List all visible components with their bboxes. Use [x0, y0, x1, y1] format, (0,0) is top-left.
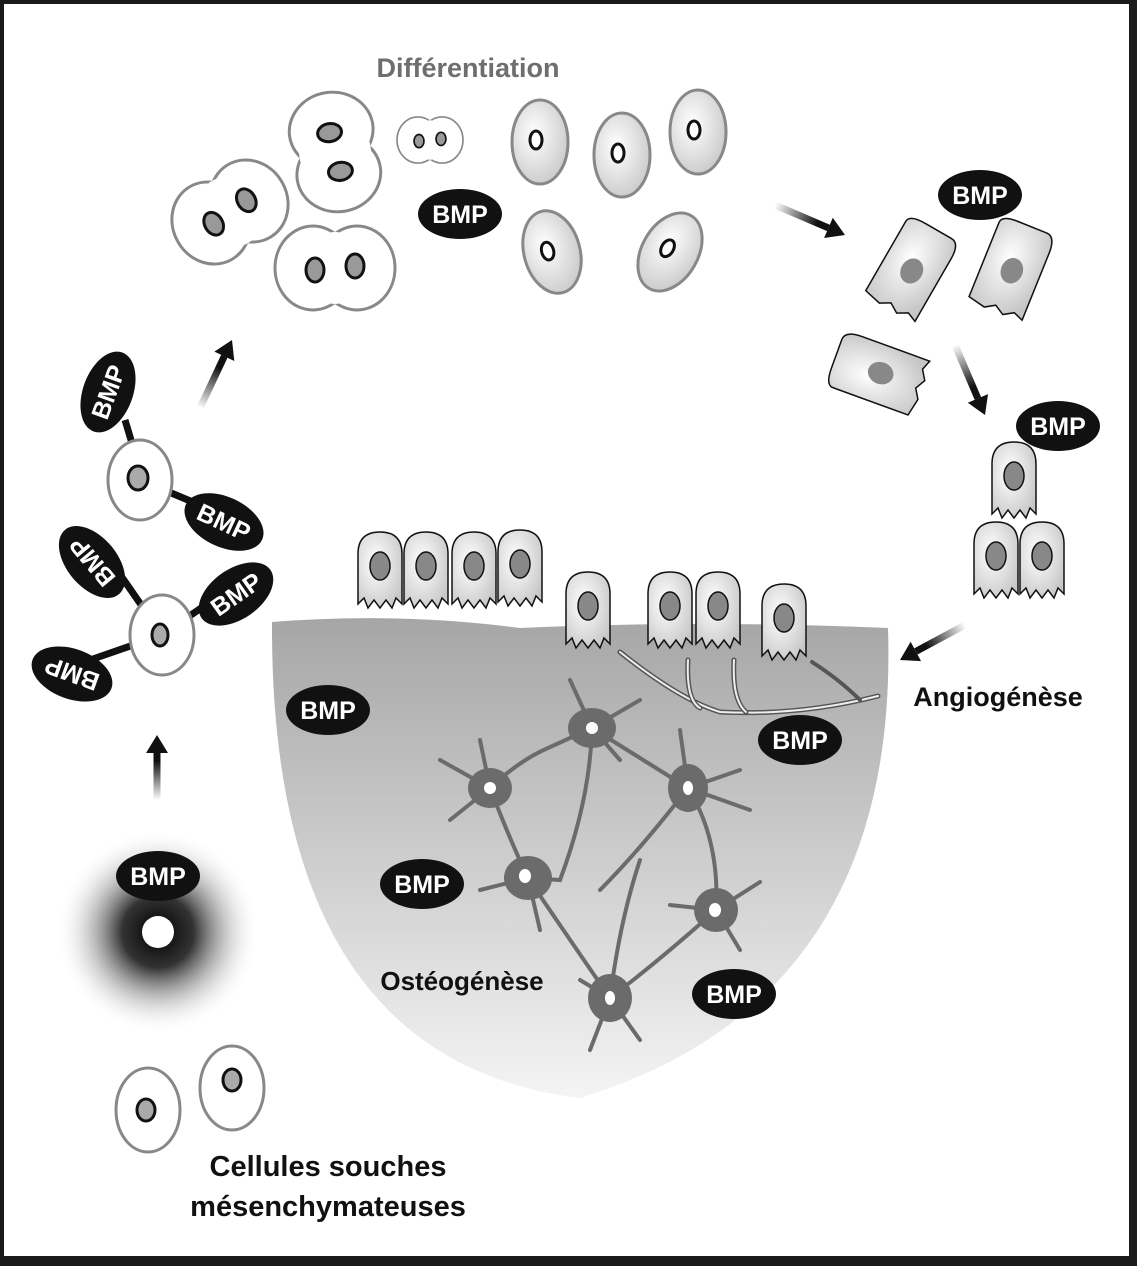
bmp-label: BMP [300, 697, 356, 725]
label-differentiation: Différentiation [376, 53, 559, 83]
bmp-badge: BMP [758, 715, 842, 765]
stem-cell-core [142, 916, 174, 948]
osteoblast-cell [864, 217, 957, 323]
bmp-label: BMP [432, 201, 488, 229]
preosteoblast-cell [668, 88, 728, 176]
flow-arrow [900, 621, 967, 662]
osteocytes [468, 708, 738, 1022]
bmp-badge: BMP [418, 189, 502, 239]
preosteoblast-cell [592, 111, 652, 199]
bmp-badge: BMP [31, 646, 113, 702]
arrows [146, 201, 989, 800]
bmp-badge: BMP [692, 969, 776, 1019]
flow-arrow [196, 340, 235, 410]
preosteoblast-cell [521, 209, 583, 295]
bmp-label: BMP [706, 981, 762, 1009]
osteoblast [1019, 521, 1065, 600]
osteoblast [647, 571, 693, 650]
label-angiogenesis: Angiogénèse [913, 682, 1083, 712]
dividing-cell [287, 90, 383, 214]
bmp-label: BMP [394, 871, 450, 899]
dividing-cell [273, 224, 397, 312]
bmp-label: BMP [130, 863, 186, 891]
osteoblast [403, 531, 449, 610]
bmp-badge: BMP [116, 851, 200, 901]
bmp-label: BMP [1030, 413, 1086, 441]
osteoblast-cell [827, 333, 932, 416]
preosteoblast-cell [636, 211, 704, 293]
bmp-badge: BMP [286, 685, 370, 735]
label-stem-cells-line1: Cellules souches [210, 1151, 447, 1183]
osteoblasts [357, 441, 1065, 662]
bmp-badge: BMP [80, 351, 136, 433]
label-osteogenesis: Ostéogénèse [380, 966, 543, 996]
osteoblast [973, 521, 1019, 600]
osteoblast [497, 529, 543, 608]
preosteoblast-cell [510, 98, 570, 186]
dividing-cell [170, 158, 290, 266]
osteoblast [357, 531, 403, 610]
osteoblast [565, 571, 611, 650]
bmp-badge: BMP [1016, 401, 1100, 451]
differentiating-cells [170, 88, 1053, 416]
dividing-cell [396, 116, 464, 164]
osteoblast [991, 441, 1037, 520]
osteoblast [451, 531, 497, 610]
bmp-badge: BMP [380, 859, 464, 909]
bmp-label: BMP [772, 727, 828, 755]
bmp-badge: BMP [938, 170, 1022, 220]
flow-arrow [773, 201, 845, 239]
osteoblast-cell [968, 217, 1053, 322]
blood-vessel [617, 649, 881, 716]
flow-arrow [951, 343, 989, 415]
osteoblast [695, 571, 741, 650]
stem-cells [114, 1044, 266, 1154]
osteoblast [761, 583, 807, 662]
label-stem-cells-line2: mésenchymateuses [190, 1191, 466, 1223]
flow-arrow [146, 735, 168, 800]
bmp-label: BMP [952, 182, 1008, 210]
